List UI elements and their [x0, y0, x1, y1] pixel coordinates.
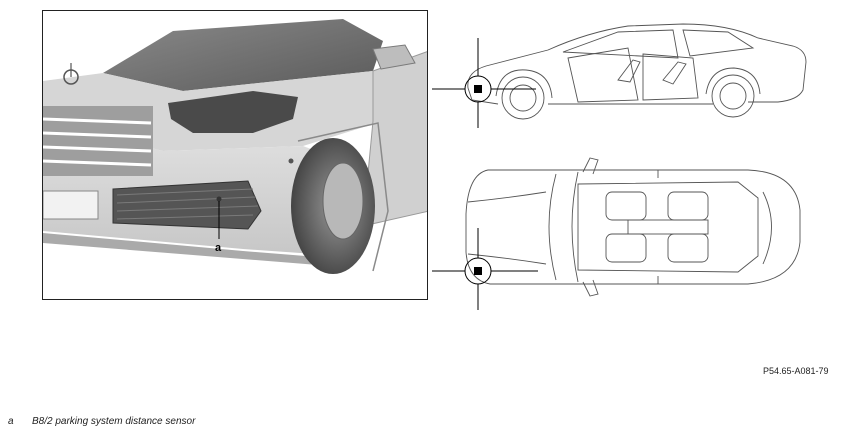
top-view-diagram — [428, 152, 841, 312]
sensor-location-marker-side — [432, 38, 536, 128]
figure-id: P54.65-A081-79 — [763, 366, 829, 376]
legend-key: a — [8, 416, 14, 427]
vehicle-front-render: a — [42, 10, 428, 300]
legend-text: B8/2 parking system distance sensor — [32, 416, 196, 427]
side-view-diagram — [428, 10, 841, 135]
legend: a B8/2 parking system distance sensor — [8, 416, 195, 427]
photo-callout-label: a — [215, 242, 222, 254]
sensor-location-marker-top — [432, 228, 538, 310]
